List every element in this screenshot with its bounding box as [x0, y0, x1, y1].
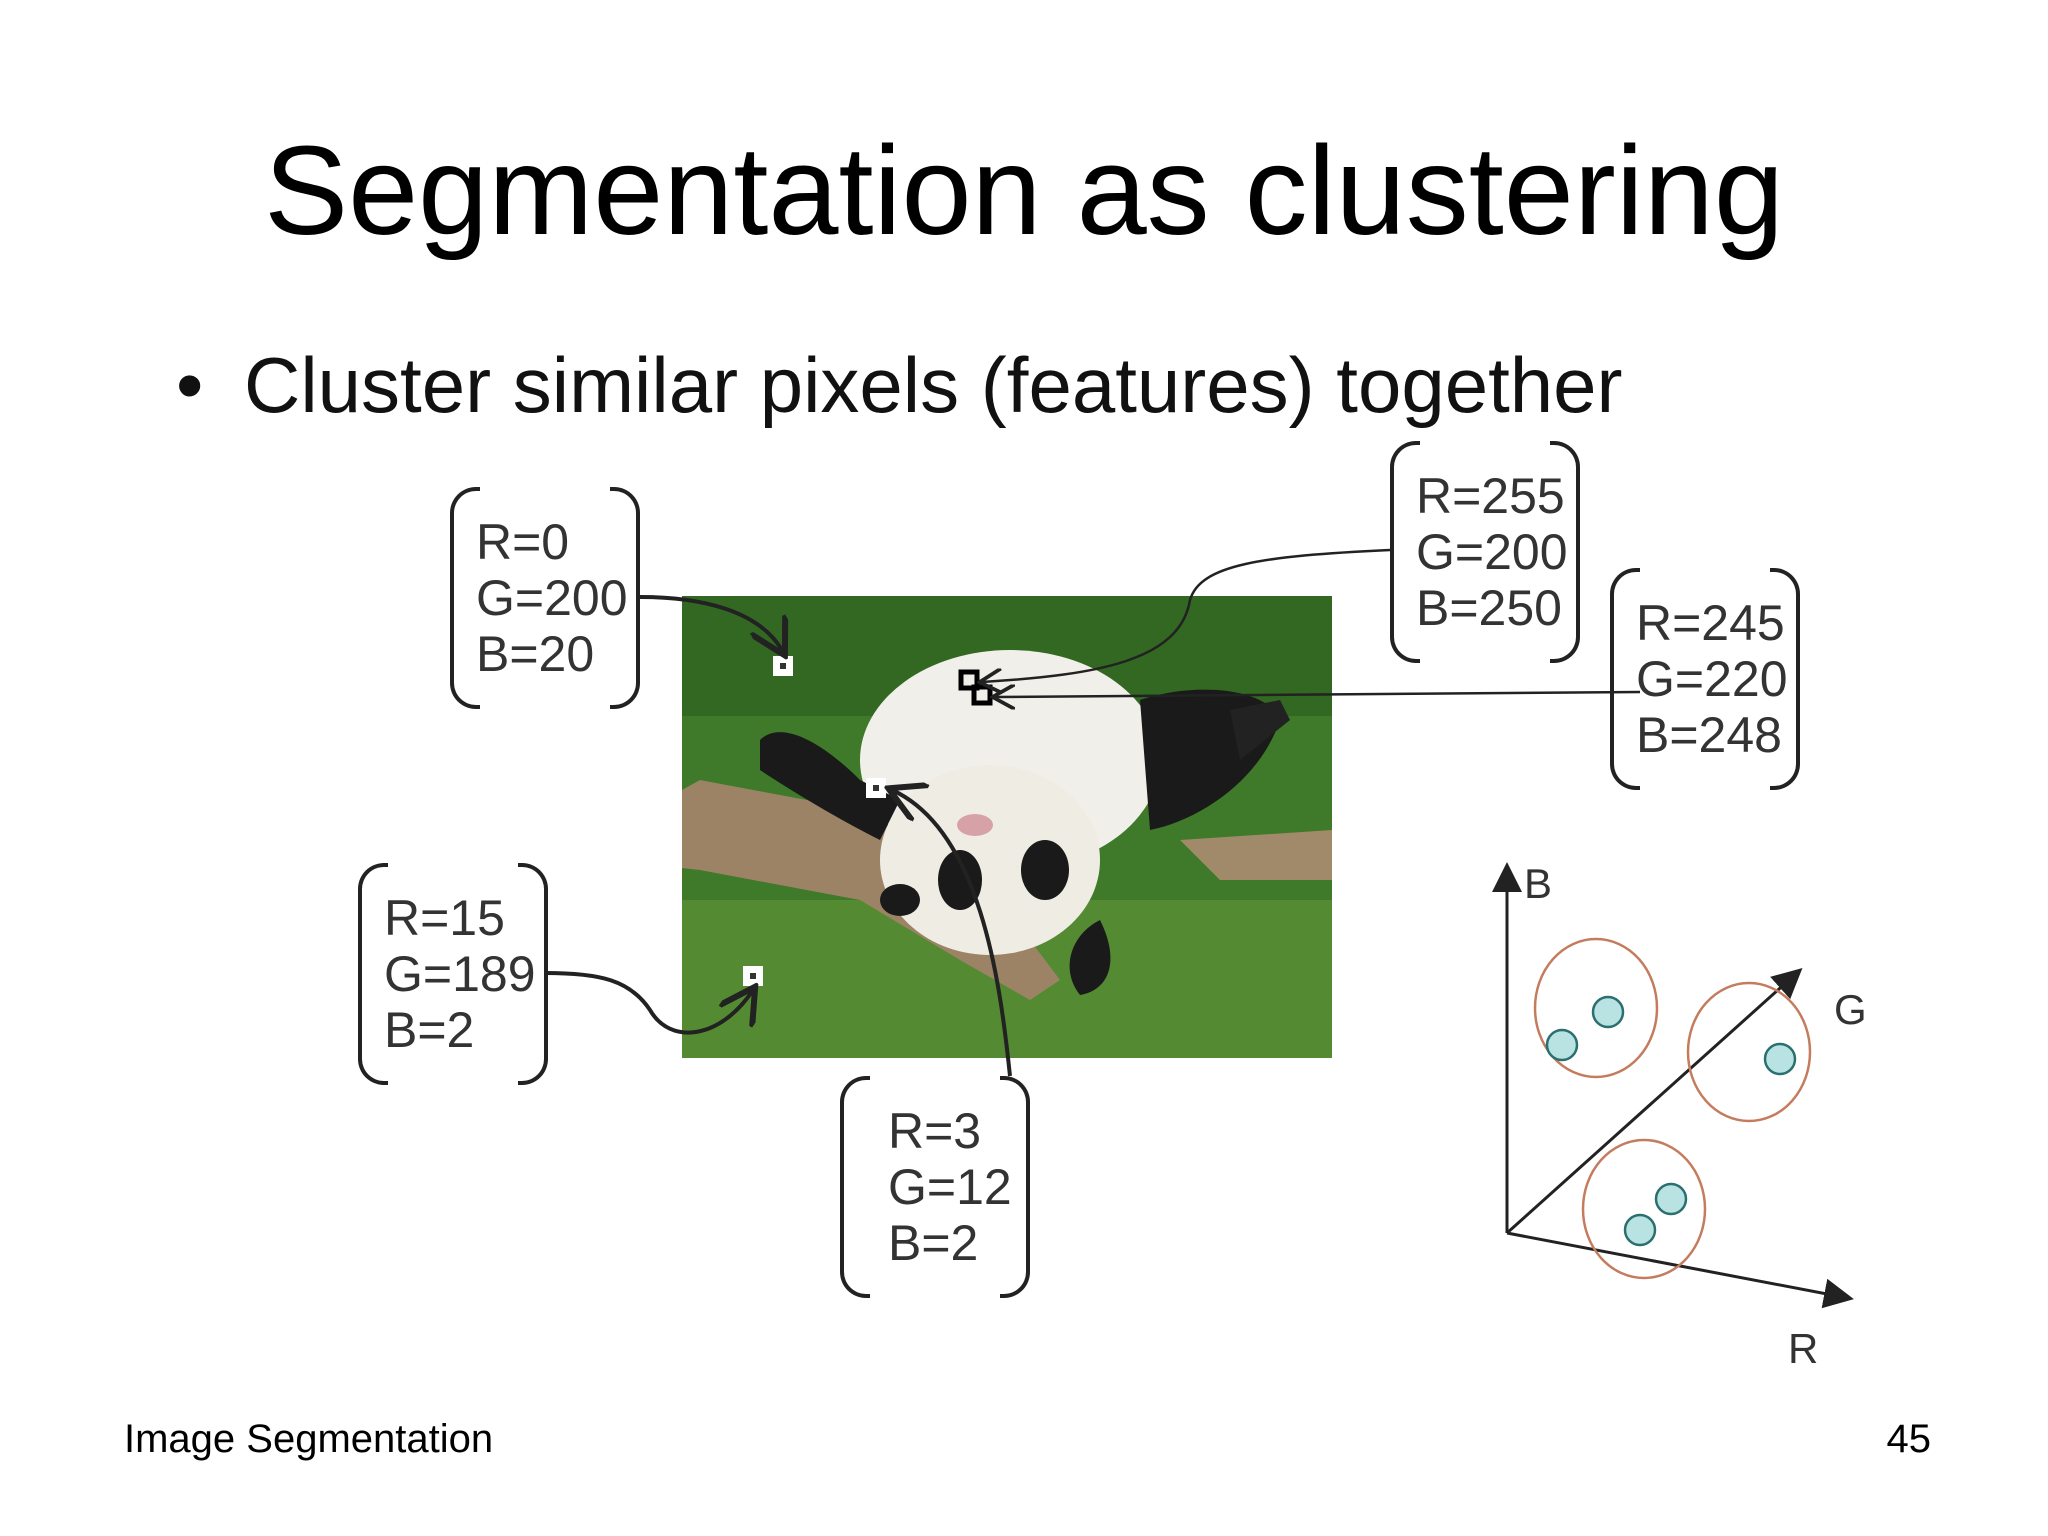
g-value: G=200 — [1416, 524, 1568, 580]
connector-black-fur — [892, 790, 1012, 1077]
r-axis-label: R — [1788, 1325, 1818, 1372]
bullet-text: Cluster similar pixels (features) togeth… — [244, 341, 1623, 429]
bracket-left — [358, 863, 388, 1085]
sample-marker-black-fur — [866, 778, 886, 798]
rgb-box-grass-bottom: R=15 G=189 B=2 — [358, 863, 548, 1085]
b-value: B=20 — [476, 626, 595, 682]
g-axis-label: G — [1834, 986, 1867, 1033]
feature-point — [1654, 1182, 1688, 1216]
feature-point — [1591, 995, 1625, 1029]
connector-white-fur-b — [995, 692, 1641, 697]
bracket-left — [1610, 568, 1640, 790]
bullet-marker: • — [176, 341, 204, 429]
connector-white-fur-a — [982, 548, 1391, 682]
rgb-box-white-fur-a: R=255 G=200 B=250 — [1390, 441, 1580, 663]
connector-grass-bottom — [544, 971, 753, 1035]
g-value: G=200 — [476, 570, 628, 626]
sample-marker-grass-top — [773, 656, 793, 676]
rgb-box-black-fur: R=3 G=12 B=2 — [840, 1076, 1030, 1298]
sample-marker-grass-bottom — [743, 966, 763, 986]
b-value: B=2 — [384, 1002, 475, 1058]
cluster-1 — [1533, 937, 1659, 1079]
bracket-left — [840, 1076, 870, 1298]
r-value: R=15 — [384, 890, 505, 946]
connector-lines — [544, 548, 1641, 1077]
feature-point — [1763, 1042, 1797, 1076]
bracket-left — [450, 487, 480, 709]
connector-grass-top — [639, 595, 783, 652]
g-value: G=220 — [1636, 651, 1788, 707]
g-value: G=189 — [384, 946, 536, 1002]
r-value: R=0 — [476, 514, 570, 570]
feature-space-plot: B G R — [1492, 860, 1867, 1372]
r-value: R=255 — [1416, 468, 1565, 524]
panda-photo — [682, 596, 1332, 1058]
rgb-box-white-fur-b: R=245 G=220 B=248 — [1610, 568, 1800, 790]
r-value: R=245 — [1636, 595, 1785, 651]
g-value: G=12 — [888, 1159, 1012, 1215]
feature-point — [1623, 1213, 1657, 1247]
cluster-3 — [1581, 1138, 1707, 1280]
slide-title: Segmentation as clustering — [264, 120, 1784, 261]
g-axis — [1505, 967, 1803, 1235]
bullet-item: •Cluster similar pixels (features) toget… — [176, 346, 1622, 424]
page-number: 45 — [1886, 1417, 1932, 1461]
r-value: R=3 — [888, 1103, 982, 1159]
feature-point — [1545, 1028, 1579, 1062]
cluster-2 — [1686, 981, 1812, 1123]
b-value: B=248 — [1636, 707, 1782, 763]
b-value: B=250 — [1416, 580, 1562, 636]
b-axis-label: B — [1524, 860, 1552, 907]
footer-title: Image Segmentation — [124, 1417, 494, 1461]
bracket-left — [1390, 441, 1420, 663]
rgb-box-grass-top: R=0 G=200 B=20 — [450, 487, 640, 709]
b-value: B=2 — [888, 1215, 979, 1271]
